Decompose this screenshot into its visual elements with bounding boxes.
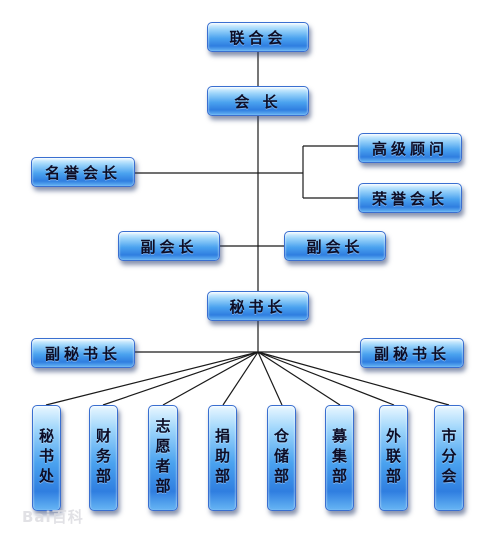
node-deputy-secretary-left: 副秘书长 (31, 338, 135, 368)
connector-dept-3 (162, 351, 259, 406)
baidu-baike-watermark: Bai百科 (22, 508, 84, 526)
node-president: 会 长 (207, 86, 309, 116)
node-department: 仓储部 (267, 405, 296, 511)
node-department: 市分会 (434, 405, 464, 511)
node-vice-president-right: 副会长 (284, 231, 386, 261)
connector-dept-2 (102, 351, 259, 406)
node-vice-president-left: 副会长 (118, 231, 220, 261)
connector-dept-8 (257, 351, 450, 406)
connector-dept-7 (257, 351, 395, 406)
node-department: 外联部 (379, 405, 408, 511)
node-department: 募集部 (325, 405, 354, 511)
node-secretary-general: 秘书长 (207, 291, 309, 321)
connector-dept-4 (222, 351, 259, 406)
node-federation: 联合会 (207, 22, 309, 52)
node-honorary-president: 荣誉会长 (358, 183, 462, 213)
node-honorary-chairman: 名誉会长 (31, 157, 135, 187)
connector-dept-5 (257, 351, 283, 406)
node-deputy-secretary-right: 副秘书长 (360, 338, 464, 368)
connector-dept-1 (45, 351, 259, 406)
node-department: 志愿者部 (148, 405, 178, 511)
node-senior-advisor: 高级顾问 (358, 133, 462, 163)
connector-dept-6 (257, 351, 341, 406)
node-department: 捐助部 (208, 405, 237, 511)
node-department: 财务部 (89, 405, 118, 511)
node-department: 秘书处 (32, 405, 61, 511)
